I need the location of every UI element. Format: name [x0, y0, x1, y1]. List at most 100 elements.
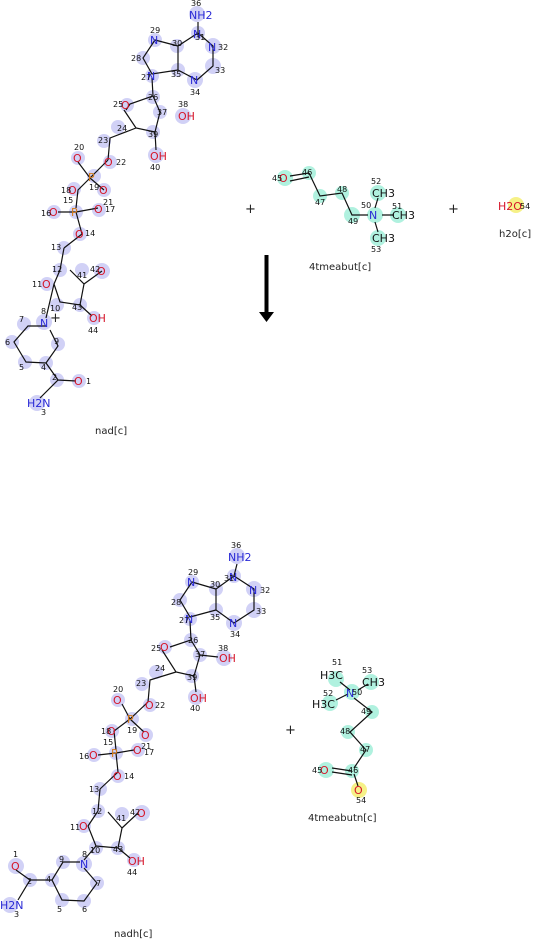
atom-index: 41 — [77, 271, 87, 280]
atom-n34-nadh: N — [229, 617, 237, 630]
atom-index: 29 — [188, 568, 198, 577]
atom-p15-nadh: P — [111, 747, 118, 760]
atom-o17: O — [94, 203, 103, 216]
plus-sign-1: + — [245, 202, 256, 217]
atom-p21-nadh: P — [127, 713, 134, 726]
atom-index: 32 — [260, 586, 270, 595]
atom-index: 26 — [188, 636, 198, 645]
atom-index: 49 — [348, 217, 358, 226]
charge-plus: + — [50, 311, 61, 326]
atom-index: 54 — [520, 202, 530, 211]
atom-index: 38 — [218, 644, 228, 653]
atom-index: 49 — [361, 707, 371, 716]
atom-index: 54 — [356, 796, 366, 805]
atom-ch3-53: CH3 — [372, 232, 395, 245]
atom-oh44: OH — [89, 312, 106, 325]
atom-nh2-nadh: NH2 — [228, 551, 252, 564]
atom-o45: O — [279, 172, 288, 185]
atom-index: 35 — [171, 70, 181, 79]
atom-index: 37 — [195, 650, 205, 659]
atom-index: 45 — [272, 174, 282, 183]
atom-index: 1 — [86, 377, 91, 386]
atom-n8-nadh: N — [80, 858, 88, 871]
atom-index: 53 — [371, 245, 381, 254]
atom-index: 48 — [340, 727, 350, 736]
atom-n50: N — [369, 209, 377, 222]
atom-index: 43 — [113, 845, 123, 854]
atom-o25: O — [121, 99, 130, 112]
atom-index: 47 — [360, 745, 370, 754]
atom-o20: O — [73, 152, 82, 165]
atom-index: 33 — [215, 66, 225, 75]
atom-index: 9 — [59, 855, 64, 864]
atom-p21: P — [88, 171, 95, 184]
atom-index: 37 — [157, 108, 167, 117]
atom-index: 5 — [57, 905, 62, 914]
atom-index: 13 — [51, 243, 61, 252]
atom-index: 36 — [231, 541, 241, 550]
molecule-nad: NH2 N N N N N O OH OH O O P O O P O O O … — [5, 6, 221, 437]
atom-o11: O — [42, 278, 51, 291]
atom-h2n-nadh: H2N — [0, 899, 24, 912]
atom-index: 14 — [124, 772, 134, 781]
atom-p15: P — [71, 206, 78, 219]
reaction-arrow — [259, 255, 274, 322]
atom-index: 4 — [41, 363, 46, 372]
atom-index: 29 — [150, 26, 160, 35]
atom-index: 18 — [101, 727, 111, 736]
atom-o42-nadh: O — [137, 807, 146, 820]
atom-index: 44 — [127, 868, 137, 877]
atom-h2n: H2N — [27, 397, 51, 410]
label-4tmeabutn: 4tmeabutn[c] — [308, 813, 377, 824]
atom-o45b: O — [320, 764, 329, 777]
atom-index-labels: 3629282730313233343525263738243940232220… — [5, 0, 530, 919]
molecule-4tmeabutn: H3C H3C CH3 N O O 4tmeabutn[c] — [308, 669, 385, 824]
atom-index: 2 — [52, 373, 57, 382]
atom-index: 50 — [352, 688, 362, 697]
atom-index: 51 — [392, 202, 402, 211]
atom-o22: O — [104, 156, 113, 169]
atom-index: 42 — [130, 808, 140, 817]
atom-index: 44 — [88, 326, 98, 335]
atom-index: 45 — [312, 766, 322, 775]
atom-index: 30 — [210, 580, 220, 589]
atom-index: 46 — [348, 766, 358, 775]
atom-index: 10 — [90, 846, 100, 855]
atom-index: 14 — [85, 229, 95, 238]
atom-n34: N — [190, 74, 198, 87]
atom-index: 24 — [155, 664, 165, 673]
atom-index: 34 — [230, 630, 240, 639]
atom-index: 36 — [191, 0, 201, 8]
atom-index: 52 — [371, 177, 381, 186]
atom-n32: N — [208, 41, 216, 54]
atom-index: 17 — [105, 205, 115, 214]
atom-index: 47 — [315, 198, 325, 207]
atom-index: 52 — [323, 689, 333, 698]
atom-h2o: H2O — [498, 200, 522, 213]
atom-index: 32 — [218, 43, 228, 52]
atom-h3c-51: H3C — [320, 669, 343, 682]
atom-index: 10 — [50, 304, 60, 313]
atom-n27: N — [147, 70, 155, 83]
atom-index: 4 — [46, 875, 51, 884]
atom-index: 13 — [89, 785, 99, 794]
atom-index: 40 — [190, 704, 200, 713]
atom-index: 30 — [172, 39, 182, 48]
atom-o22-nadh: O — [145, 699, 154, 712]
atom-index: 28 — [131, 54, 141, 63]
atom-index: 5 — [19, 363, 24, 372]
atom-index: 23 — [98, 136, 108, 145]
atom-index: 15 — [103, 738, 113, 747]
atom-index: 26 — [148, 93, 158, 102]
label-4tmeabut: 4tmeabut[c] — [309, 262, 371, 273]
atom-nh2: NH2 — [189, 9, 213, 22]
molecule-h2o: H2O h2o[c] — [498, 197, 531, 240]
atom-index: 48 — [337, 185, 347, 194]
atom-ch3-53: CH3 — [362, 676, 385, 689]
atom-o16-nadh: O — [89, 749, 98, 762]
atom-index: 27 — [141, 73, 151, 82]
atom-index: 19 — [89, 183, 99, 192]
atom-h3c-52: H3C — [312, 698, 335, 711]
label-nadh: nadh[c] — [114, 929, 153, 939]
atom-index: 3 — [14, 910, 19, 919]
